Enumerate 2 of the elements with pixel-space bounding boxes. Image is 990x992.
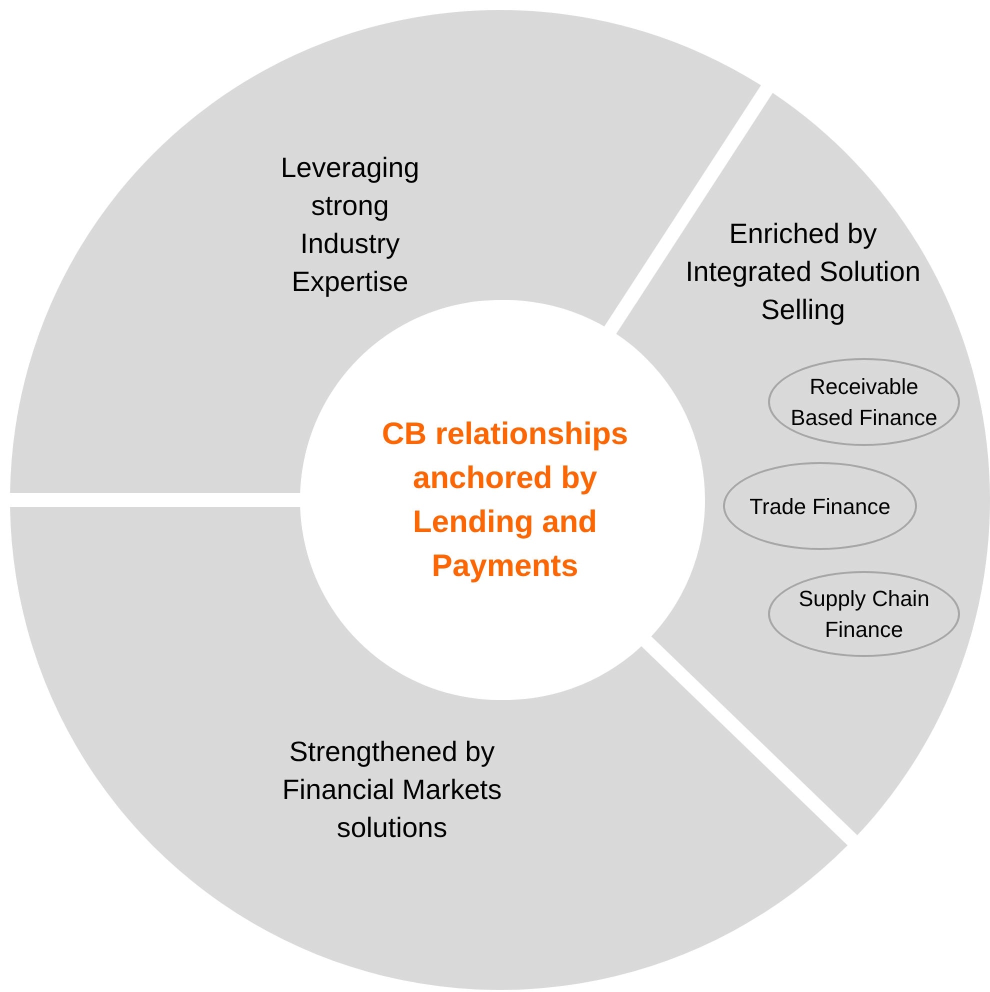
segment-label: Strengthened by Financial Markets solutions: [281, 735, 503, 845]
segment-label: Leveraging strong Industry Expertise: [280, 151, 420, 299]
